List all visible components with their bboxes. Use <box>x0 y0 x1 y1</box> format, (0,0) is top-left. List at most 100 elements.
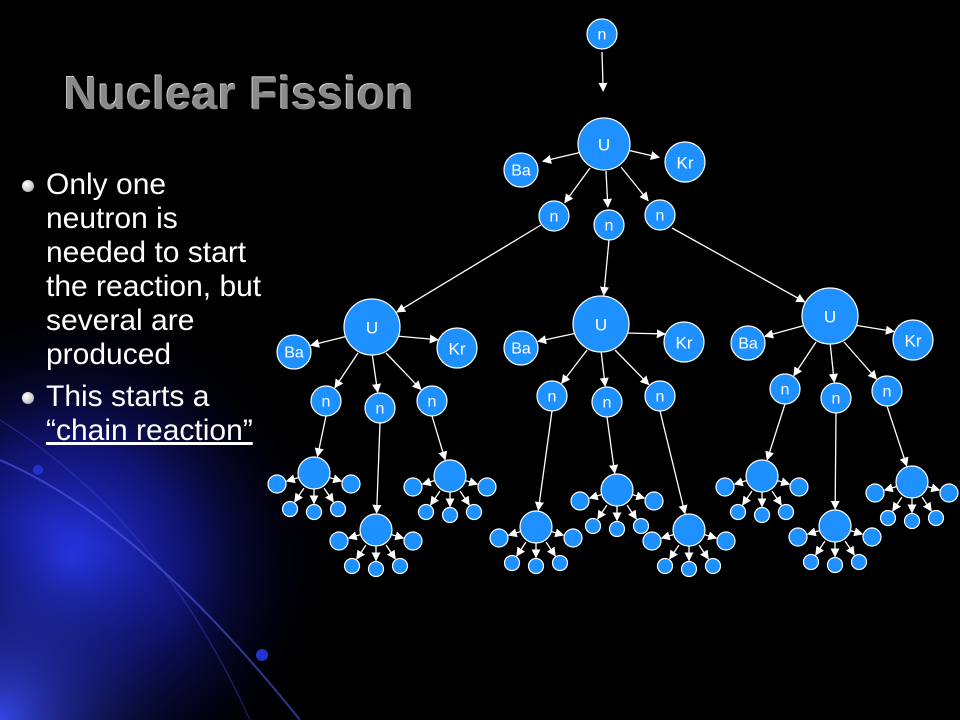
uranium-nucleus-label: U <box>366 319 378 338</box>
reaction-arrow <box>626 504 637 520</box>
reaction-arrow <box>329 474 343 484</box>
reaction-arrow <box>507 528 521 538</box>
neutron <box>586 18 618 50</box>
reaction-arrow <box>314 415 327 458</box>
reaction-arrow <box>614 349 650 386</box>
reaction-arrow <box>777 477 791 487</box>
fission-fragment <box>367 560 385 578</box>
reaction-arrow <box>430 490 441 506</box>
chain-reaction-link[interactable]: “chain reaction” <box>46 414 253 447</box>
reaction-arrow <box>733 477 747 487</box>
krypton-nucleus <box>436 327 478 369</box>
decor-dot <box>33 465 43 475</box>
neutron-label: n <box>656 208 665 225</box>
krypton-nucleus-label: Kr <box>676 334 693 353</box>
neutron <box>820 382 852 414</box>
krypton-nucleus-label: Kr <box>905 332 922 351</box>
uranium-nucleus-label: U <box>824 308 836 327</box>
reaction-arrow <box>391 531 405 541</box>
fission-fragment <box>927 509 945 527</box>
uranium-nucleus <box>672 513 706 547</box>
fission-fragment <box>802 553 820 571</box>
krypton-nucleus <box>664 141 706 183</box>
bullet-item: This starts a “chain reaction” <box>22 380 265 448</box>
reaction-arrow <box>671 227 806 303</box>
uranium-nucleus-label: U <box>595 316 607 335</box>
bullet-marker <box>22 392 34 404</box>
reaction-arrow <box>395 334 439 344</box>
neutron-label: n <box>548 389 557 406</box>
neutron <box>644 380 676 412</box>
reaction-arrow <box>698 544 709 560</box>
uranium-nucleus <box>600 473 634 507</box>
reaction-arrow <box>843 341 878 380</box>
neutron-label: n <box>428 394 437 411</box>
fission-fragment <box>341 474 361 494</box>
bullet-item: Only one neutron is needed to start the … <box>22 168 265 372</box>
uranium-nucleus <box>801 287 859 345</box>
fission-fragment <box>403 477 423 497</box>
barium-nucleus <box>503 152 539 188</box>
fission-fragment <box>403 531 423 551</box>
barium-nucleus-label: Ba <box>511 341 531 358</box>
reaction-arrow <box>602 170 612 208</box>
fission-fragment <box>584 517 602 535</box>
fission-fragment <box>789 477 809 497</box>
reaction-arrow <box>564 167 591 204</box>
fission-fragment <box>563 528 583 548</box>
reaction-arrow <box>620 166 649 202</box>
reaction-arrow <box>850 527 864 537</box>
reaction-arrow <box>431 415 448 461</box>
reaction-arrow <box>659 410 688 515</box>
fission-fragment <box>704 557 722 575</box>
bullet-marker <box>22 180 34 192</box>
neutron <box>871 375 903 407</box>
neutron-label: n <box>598 27 607 44</box>
fission-fragment <box>305 503 323 521</box>
uranium-nucleus <box>745 459 779 493</box>
krypton-nucleus <box>663 321 705 363</box>
reaction-arrow <box>886 405 909 467</box>
reaction-arrow <box>806 527 820 537</box>
krypton-nucleus-label: Kr <box>449 340 466 359</box>
slide-title: Nuclear Fission <box>64 67 415 119</box>
fission-fragment <box>753 506 771 524</box>
fission-fragment <box>608 520 626 538</box>
fission-fragment <box>570 491 590 511</box>
fission-fragment <box>642 531 662 551</box>
reaction-arrow <box>294 487 305 503</box>
reaction-arrow <box>347 531 361 541</box>
decor-curve <box>0 459 301 720</box>
reaction-arrow <box>534 410 553 512</box>
fission-fragment <box>788 527 808 547</box>
fission-fragment <box>391 557 409 575</box>
neutron <box>538 200 570 232</box>
reaction-arrow <box>598 51 608 92</box>
neutron <box>591 386 623 418</box>
reaction-arrow <box>632 491 646 501</box>
reaction-arrow <box>561 349 588 384</box>
fission-fragment <box>632 517 650 535</box>
fission-fragment <box>715 477 735 497</box>
fission-fragment <box>656 557 674 575</box>
neutron <box>416 385 448 417</box>
bullet-text: This starts a <box>46 380 210 413</box>
uranium-nucleus <box>818 509 852 543</box>
reaction-arrow <box>597 504 608 520</box>
reaction-arrow <box>765 403 786 461</box>
uranium-nucleus <box>433 459 467 493</box>
reaction-arrow <box>371 352 382 394</box>
reaction-arrow <box>771 490 782 506</box>
barium-nucleus <box>276 334 312 370</box>
fission-fragment <box>862 527 882 547</box>
reaction-arrow <box>742 490 753 506</box>
reaction-arrow <box>421 477 435 487</box>
fission-fragment <box>329 531 349 551</box>
uranium-nucleus <box>359 513 393 547</box>
fission-fragment <box>939 483 959 503</box>
reaction-arrow <box>310 335 349 348</box>
reaction-arrow <box>542 151 583 164</box>
reaction-arrow <box>844 540 855 556</box>
reaction-arrow <box>551 528 565 538</box>
